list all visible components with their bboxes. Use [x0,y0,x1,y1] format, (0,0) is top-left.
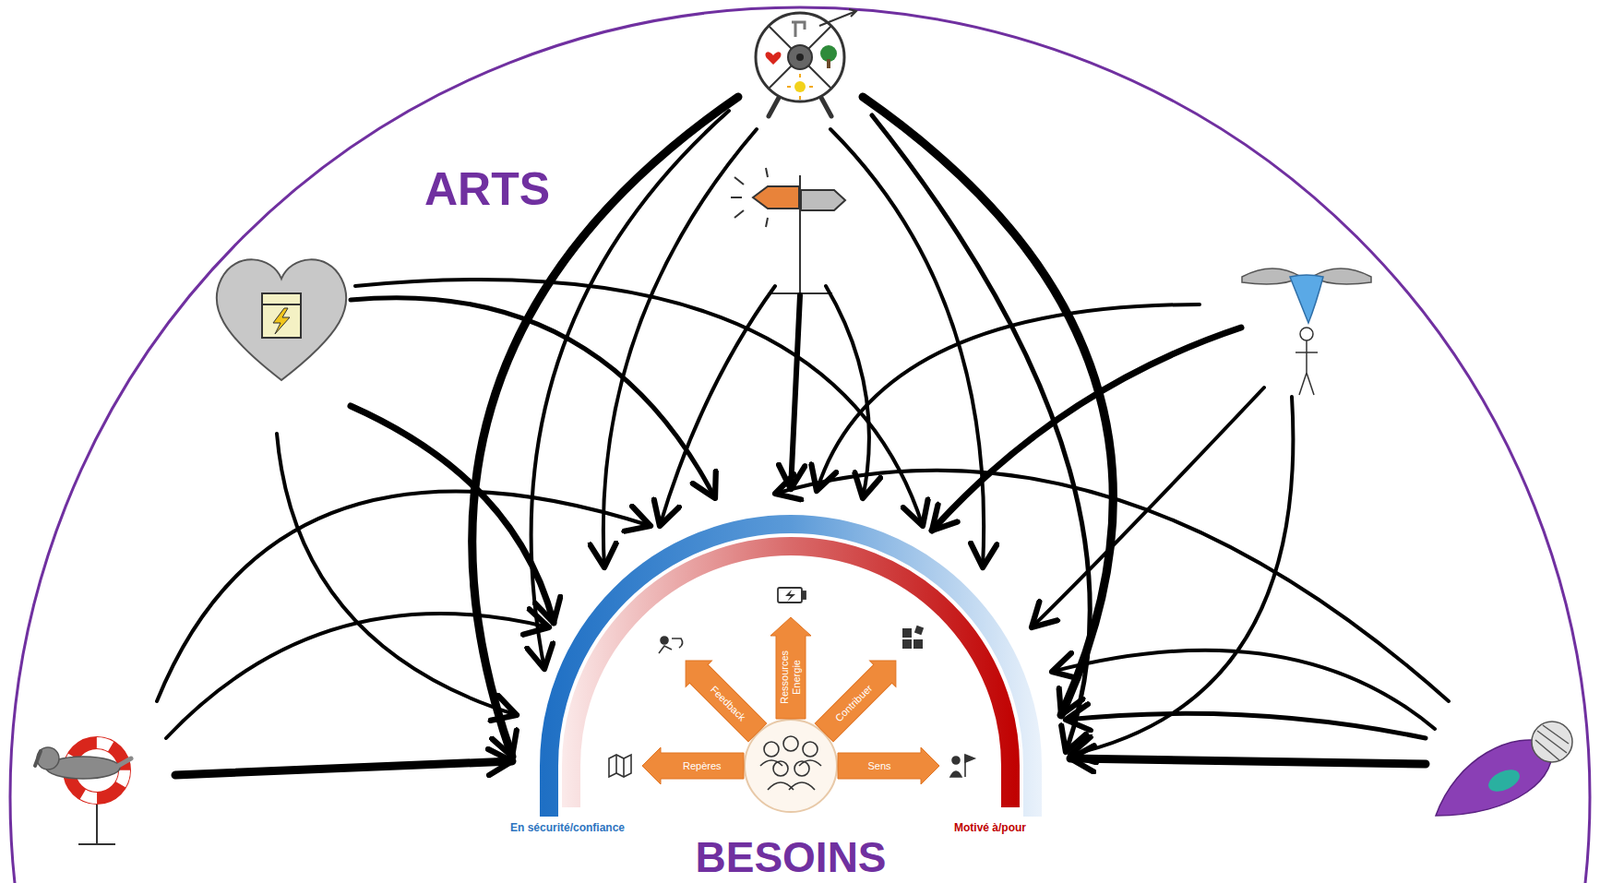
need-arrow: Repères [642,747,744,785]
arrow-label: Ressources Energie [778,647,803,707]
section-label: ARTS [424,166,550,213]
arrow-label: Repères [682,760,722,773]
need-arrow: Feedback [672,647,771,746]
signpost-icon [730,167,846,294]
puzzle-icon [902,625,924,649]
art-arrows [156,96,1449,776]
battery-icon [777,587,806,603]
need-arrow: Ressources Energie [770,617,812,719]
wheel-icon [755,9,857,117]
arrow-body [837,747,940,785]
group-icon [744,719,837,812]
arrow-body [811,647,909,746]
arrow-label: Sens [868,760,892,773]
need-arrow: Contribuer [811,647,909,746]
needs-title: BESOINS [695,835,887,879]
arrow-body [770,617,812,719]
person-flag-icon [950,754,975,777]
map-icon [608,754,632,777]
hands-water-icon [1241,268,1372,395]
needs-arch: En sécurité/confiance Motivé à/pourBESOIN… [498,479,1089,883]
dog-lifebuoy-icon [35,742,132,845]
heart-gift-icon [216,259,347,381]
outer-arc [10,7,1590,883]
arrow-body [642,747,744,785]
feedback-icon [658,636,683,654]
security-band [549,524,1033,817]
arch-label: Motivé à/pour [954,821,1027,835]
purple-creature-icon [1435,721,1573,816]
arch-label: En sécurité/confiance [510,821,625,835]
arrow-body [672,647,771,746]
need-arrow: Sens [837,747,940,785]
